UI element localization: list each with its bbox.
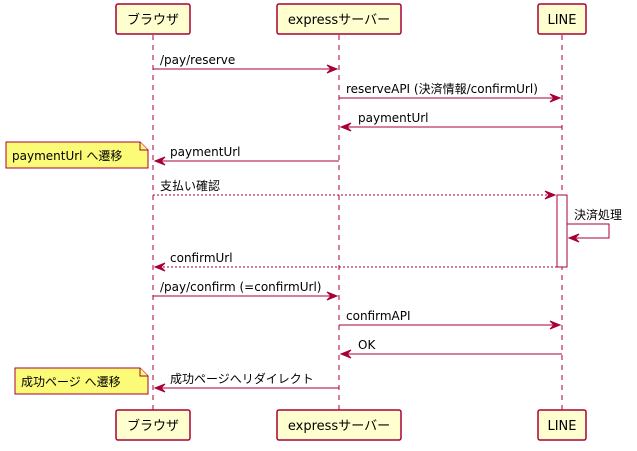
message-pay-reserve: /pay/reserve	[153, 53, 339, 74]
participant-line-label-bottom: LINE	[547, 419, 576, 434]
participant-line-top: LINE	[537, 3, 587, 35]
message-payment-url-return: paymentUrl	[339, 111, 562, 132]
message-payment-processing: 決済処理	[567, 207, 622, 243]
participant-line-bottom: LINE	[537, 409, 587, 441]
message-success-redirect: 成功ページへリダイレクト	[153, 371, 339, 393]
participant-server-top: expressサーバー	[276, 3, 402, 35]
note-payment-url-transition: paymentUrl へ遷移	[5, 141, 149, 169]
participant-server-bottom: expressサーバー	[276, 409, 402, 441]
message-payment-url-browser: paymentUrl	[153, 145, 339, 166]
message-reserve-api-label: reserveAPI (決済情報/confirmUrl)	[346, 81, 538, 96]
message-payment-url-browser-label: paymentUrl	[170, 145, 241, 159]
message-confirm-url: confirmUrl	[153, 251, 557, 272]
message-ok-label: OK	[358, 338, 376, 352]
message-confirm-api: confirmAPI	[339, 309, 562, 330]
message-success-redirect-label: 成功ページへリダイレクト	[170, 371, 314, 386]
participant-browser-label-bottom: ブラウザ	[127, 418, 179, 434]
message-payment-confirm: 支払い確認	[153, 178, 557, 200]
message-confirm-url-label: confirmUrl	[170, 251, 233, 265]
note-success-page-transition-label: 成功ページ へ遷移	[21, 375, 121, 389]
participant-browser-label: ブラウザ	[127, 12, 179, 28]
message-payment-confirm-label: 支払い確認	[160, 178, 220, 193]
message-confirm-api-label: confirmAPI	[346, 309, 411, 323]
note-success-page-transition: 成功ページ へ遷移	[14, 367, 149, 395]
participant-line-label: LINE	[547, 13, 576, 28]
participant-server-label: expressサーバー	[288, 13, 390, 28]
message-pay-confirm: /pay/confirm (=confirmUrl)	[153, 280, 339, 301]
participant-browser-top: ブラウザ	[115, 3, 191, 35]
message-payment-url-return-label: paymentUrl	[358, 111, 429, 125]
participant-browser-bottom: ブラウザ	[115, 409, 191, 441]
participant-server-label-bottom: expressサーバー	[288, 419, 390, 434]
message-pay-reserve-label: /pay/reserve	[160, 53, 235, 67]
message-ok: OK	[339, 338, 562, 359]
message-payment-processing-label: 決済処理	[574, 207, 622, 222]
note-payment-url-transition-label: paymentUrl へ遷移	[12, 149, 122, 163]
message-pay-confirm-label: /pay/confirm (=confirmUrl)	[160, 280, 321, 294]
activation-bar-line	[556, 194, 568, 268]
message-reserve-api: reserveAPI (決済情報/confirmUrl)	[339, 81, 562, 103]
